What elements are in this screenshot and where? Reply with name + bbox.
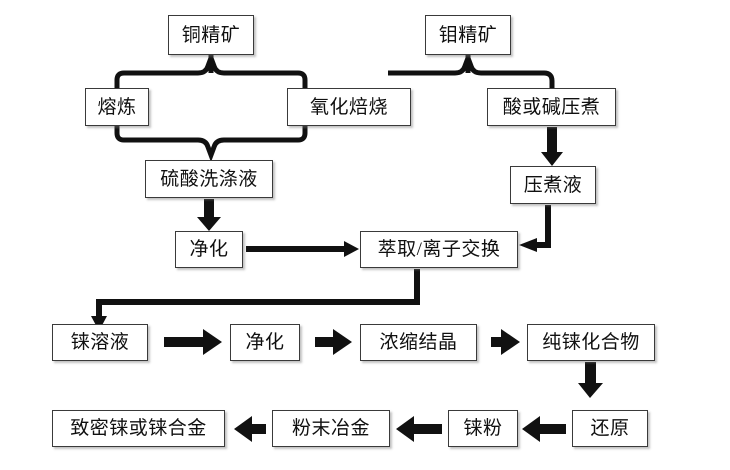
connector-reduction-to-powder-arrow	[522, 416, 566, 442]
node-copper-concentrate[interactable]: 铜精矿	[168, 15, 254, 55]
node-extraction-ion-exchange[interactable]: 萃取/离子交换	[360, 231, 518, 268]
connector-sulfuric-to-purify-arrow	[197, 199, 221, 231]
connector-metallurgy-to-dense-arrow	[234, 416, 266, 442]
node-rhenium-powder[interactable]: 铼粉	[448, 410, 518, 447]
connector-acid-to-leach-arrow	[541, 127, 563, 166]
connector-leach-to-extraction-arrowhead	[519, 238, 537, 252]
node-oxidative-roasting[interactable]: 氧化焙烧	[287, 88, 411, 126]
connector-pure-to-reduction-arrow	[578, 362, 603, 398]
connector-leach-to-extraction-elbow	[536, 205, 551, 248]
connector-crystallize-to-pure-arrow	[491, 329, 520, 355]
node-sulfuric-acid-wash-liquor[interactable]: 硫酸洗涤液	[145, 160, 273, 198]
node-reduction[interactable]: 还原	[572, 410, 648, 447]
node-smelting[interactable]: 熔炼	[85, 88, 149, 126]
node-dense-rhenium-or-alloy[interactable]: 致密铼或铼合金	[52, 410, 225, 447]
node-purification-first[interactable]: 净化	[175, 231, 243, 268]
connector-purify2-to-crystallize-arrow	[315, 329, 352, 355]
node-molybdenum-concentrate[interactable]: 钼精矿	[425, 15, 511, 55]
node-acid-or-alkali-pressure-leaching[interactable]: 酸或碱压煮	[487, 88, 616, 126]
connector-extraction-to-resolution-elbow	[96, 269, 420, 318]
connector-powder-to-metallurgy-arrow	[396, 416, 442, 442]
node-leach-liquor[interactable]: 压煮液	[510, 166, 596, 204]
connector-resolution-to-purify2-arrow	[164, 329, 222, 355]
node-concentration-crystallization[interactable]: 浓缩结晶	[360, 324, 477, 361]
node-pure-rhenium-compound[interactable]: 纯铼化合物	[527, 324, 655, 361]
node-rhenium-solution[interactable]: 铼溶液	[52, 324, 148, 361]
connector-purify-to-extraction-arrow	[246, 241, 359, 257]
node-purification-second[interactable]: 净化	[230, 324, 300, 361]
node-powder-metallurgy[interactable]: 粉末冶金	[272, 410, 390, 447]
